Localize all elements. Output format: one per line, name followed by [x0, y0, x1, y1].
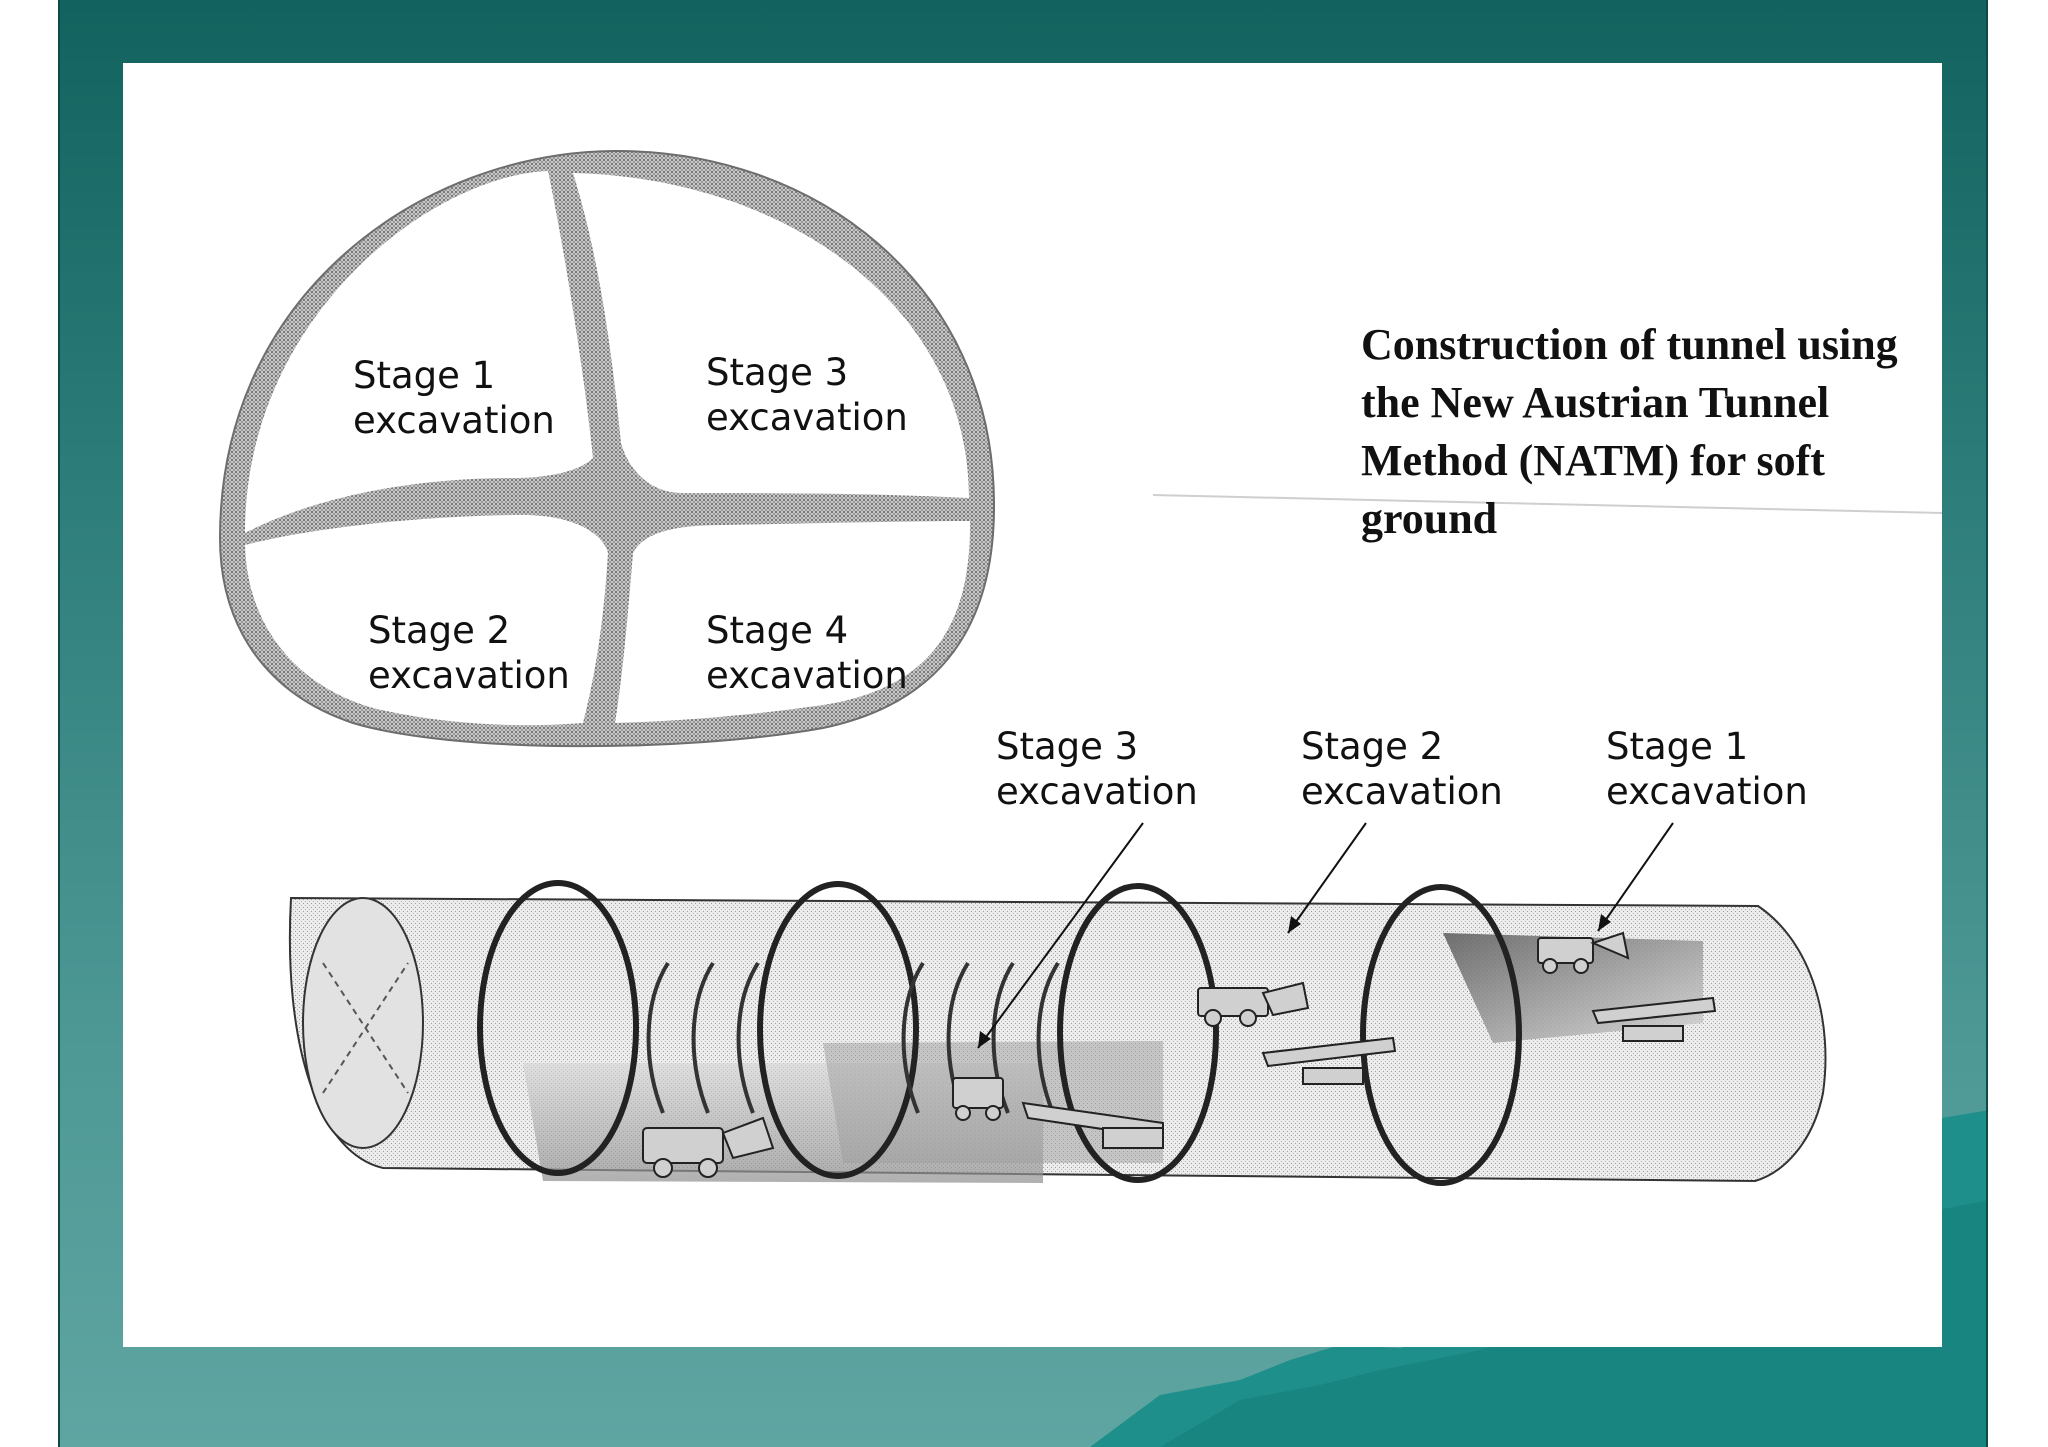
- tunnel-longitudinal-view: [288, 822, 1827, 1186]
- tunnel-stage1-label: Stage 1 excavation: [1606, 725, 1808, 813]
- tunnel-end-face: [302, 897, 424, 1149]
- title-rule: [1152, 494, 1942, 514]
- cross-section-stage2-label: Stage 2 excavation: [368, 609, 570, 697]
- stage4-region: [615, 521, 971, 723]
- tunnel-stage2-label: Stage 2 excavation: [1301, 725, 1503, 813]
- excavation-equipment: [642, 931, 1717, 1178]
- support-ribs: [477, 880, 1522, 1186]
- stage3-region: [573, 173, 969, 498]
- content-panel: Construction of tunnel using the New Aus…: [123, 63, 1942, 1347]
- stage2-region: [245, 515, 608, 726]
- diagram-title: Construction of tunnel using the New Aus…: [1361, 320, 1898, 543]
- pointer-lines: [977, 822, 1674, 1049]
- cross-section-stage4-label: Stage 4 excavation: [706, 609, 908, 697]
- natm-diagram: [218, 149, 1942, 1186]
- stage1-region: [245, 171, 593, 533]
- tunnel-stage3-label: Stage 3 excavation: [996, 725, 1198, 813]
- pointer-arrowheads: [978, 914, 1611, 1048]
- cross-section-stage3-label: Stage 3 excavation: [706, 351, 908, 439]
- cross-section-stage1-label: Stage 1 excavation: [353, 354, 555, 442]
- tunnel-cross-section: [218, 149, 996, 748]
